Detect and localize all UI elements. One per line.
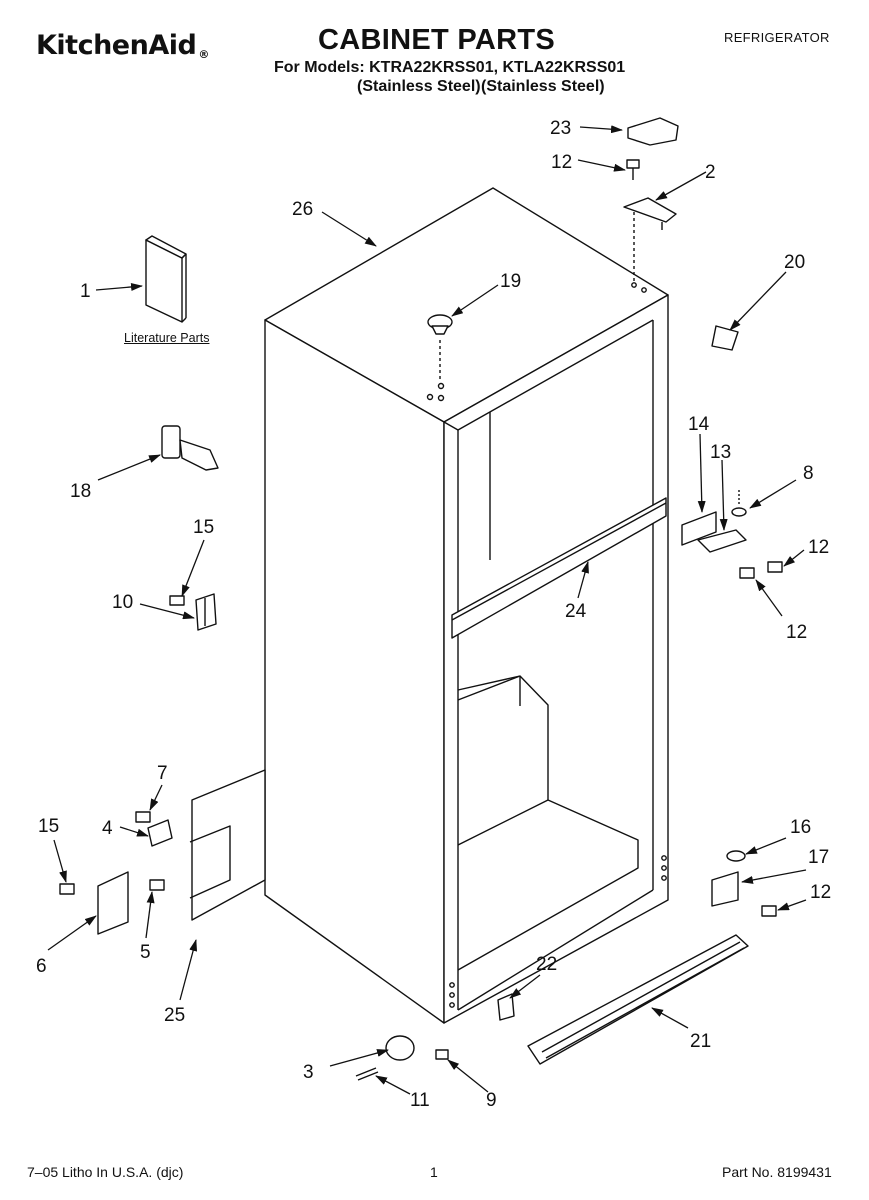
- callout-19: 19: [500, 271, 521, 292]
- callout-8: 8: [803, 463, 814, 484]
- literature-booklet: [145, 235, 187, 323]
- callout-17: 17: [808, 847, 829, 868]
- door-stop-bracket: [195, 593, 217, 631]
- callout-22: 22: [536, 954, 557, 975]
- callout-14: 14: [688, 414, 710, 435]
- callout-23: 23: [550, 118, 571, 139]
- callout-15-lower: 15: [38, 816, 59, 837]
- top-cap: [627, 117, 679, 146]
- callout-26: 26: [292, 199, 313, 220]
- callout-13: 13: [710, 442, 731, 463]
- top-hinge: [623, 197, 677, 223]
- grille-clip: [497, 993, 515, 1021]
- callout-4: 4: [102, 818, 113, 839]
- callout-15-upper: 15: [193, 517, 214, 538]
- callout-16: 16: [790, 817, 811, 838]
- cabinet-body: [264, 187, 669, 1024]
- callout-9: 9: [486, 1090, 497, 1111]
- footer-part-number: Part No. 8199431: [722, 1164, 832, 1180]
- callout-5: 5: [140, 942, 151, 963]
- hinge-cover-clip: [711, 325, 739, 351]
- category-label: REFRIGERATOR: [724, 30, 830, 45]
- screw-15-upper: [169, 595, 185, 606]
- callout-12-lower: 12: [810, 882, 831, 903]
- top-plug: [427, 314, 453, 335]
- callout-6: 6: [36, 956, 47, 977]
- lower-hinge-right-parts: [711, 850, 777, 917]
- cross-rail: [451, 497, 667, 639]
- literature-parts-label: Literature Parts: [124, 331, 210, 345]
- models-line: For Models: KTRA22KRSS01, KTLA22KRSS01: [274, 59, 626, 76]
- callout-12-mid-upper: 12: [808, 537, 829, 558]
- callout-11: 11: [410, 1090, 430, 1111]
- brand-logo: KitchenAid®: [36, 30, 209, 61]
- mounting-holes: [426, 282, 667, 1008]
- callout-21: 21: [690, 1031, 711, 1052]
- registered-mark: ®: [198, 48, 209, 61]
- toe-grille: [527, 934, 749, 1065]
- footer-print-info: 7–05 Litho In U.S.A. (djc): [27, 1164, 184, 1180]
- callout-labels: 1 23 12 2 26 19 20 18 15 10 14 13 8 12 1…: [36, 118, 831, 1111]
- page-title: CABINET PARTS: [318, 24, 555, 56]
- callout-24: 24: [565, 601, 587, 622]
- finish-label-1: (Stainless Steel): [357, 78, 481, 95]
- callout-25: 25: [164, 1005, 185, 1026]
- finish-label-2: (Stainless Steel): [481, 78, 605, 95]
- footer-page-number: 1: [430, 1164, 438, 1180]
- hinge-pin-assembly: [161, 425, 219, 471]
- lower-hinge-left-parts: [59, 769, 266, 935]
- callout-12-mid-lower: 12: [786, 622, 807, 643]
- callout-1: 1: [80, 281, 91, 302]
- callout-2: 2: [705, 162, 716, 183]
- callout-7: 7: [157, 763, 168, 784]
- leveling-parts: [355, 1035, 449, 1081]
- callout-12-top: 12: [551, 152, 572, 173]
- callout-20: 20: [784, 252, 805, 273]
- callout-3: 3: [303, 1062, 314, 1083]
- callout-10: 10: [112, 592, 133, 613]
- center-hinge-parts: [681, 490, 783, 579]
- callout-18: 18: [70, 481, 91, 502]
- screw-top: [626, 159, 640, 180]
